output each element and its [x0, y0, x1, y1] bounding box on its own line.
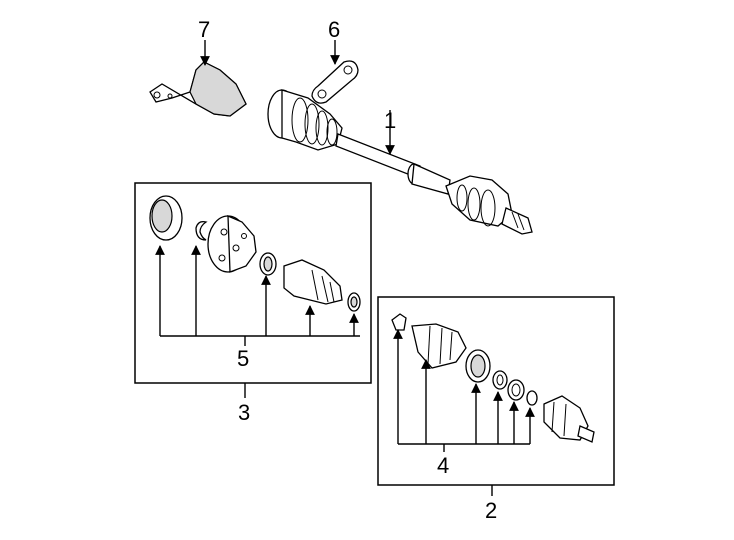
callout-4: 4: [437, 453, 449, 478]
callout-3: 3: [238, 400, 250, 425]
callout-5: 5: [237, 346, 249, 371]
retainer-plate-part[interactable]: [311, 60, 359, 104]
callout-6: 6: [328, 17, 340, 42]
axle-shaft-part[interactable]: [267, 89, 533, 235]
kit-2-frame: [377, 296, 615, 486]
heat-shield-part[interactable]: [149, 61, 247, 117]
kit-3-frame: [134, 182, 372, 384]
callout-7: 7: [198, 17, 210, 42]
kit-5-parts[interactable]: [149, 195, 361, 312]
kit-5-leaders: [155, 245, 360, 346]
kit-4-leaders: [393, 329, 535, 452]
callout-1: 1: [384, 108, 396, 133]
kit-4-parts[interactable]: [391, 313, 595, 443]
callout-2: 2: [485, 498, 497, 523]
